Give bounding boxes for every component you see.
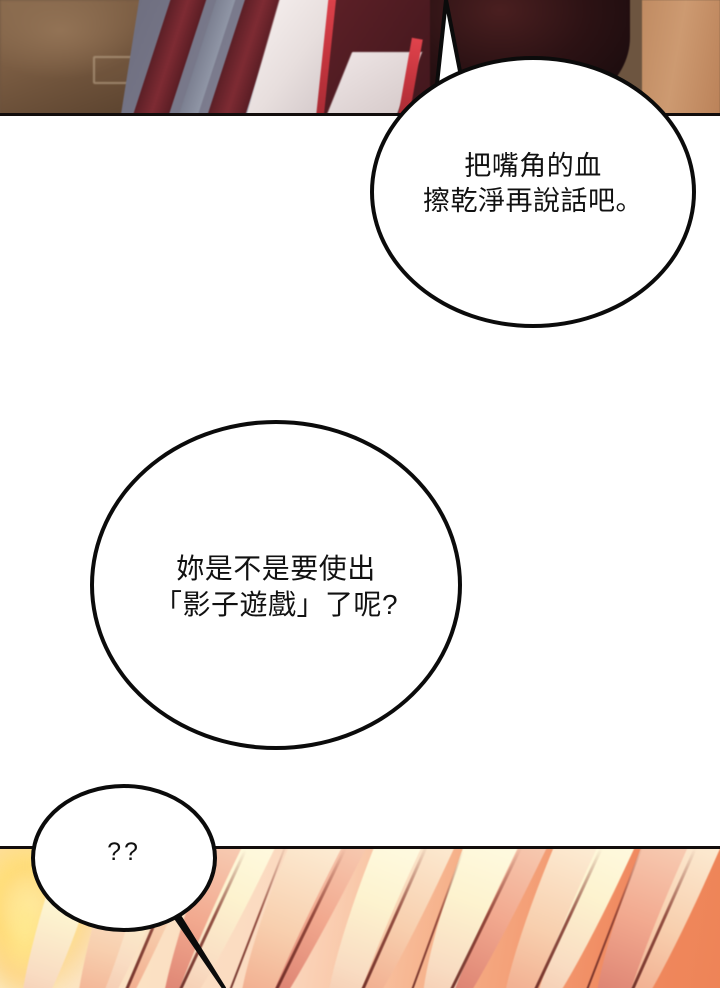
speech-bubble-bottom[interactable]: ?? xyxy=(31,784,217,932)
panel-divider-bottom xyxy=(0,846,720,849)
speech-bubble-top[interactable]: 把嘴角的血 擦乾淨再說話吧。 xyxy=(370,56,696,328)
speech-bubble-bottom-text: ?? xyxy=(107,838,141,866)
panel-divider-top xyxy=(0,113,720,116)
skin-area xyxy=(642,0,720,115)
speech-bubble-middle[interactable]: 妳是不是要使出 「影子遊戲」了呢? xyxy=(90,420,462,750)
speech-bubble-top-text: 把嘴角的血 擦乾淨再說話吧。 xyxy=(423,151,643,216)
speech-bubble-middle-text: 妳是不是要使出 「影子遊戲」了呢? xyxy=(153,553,399,620)
